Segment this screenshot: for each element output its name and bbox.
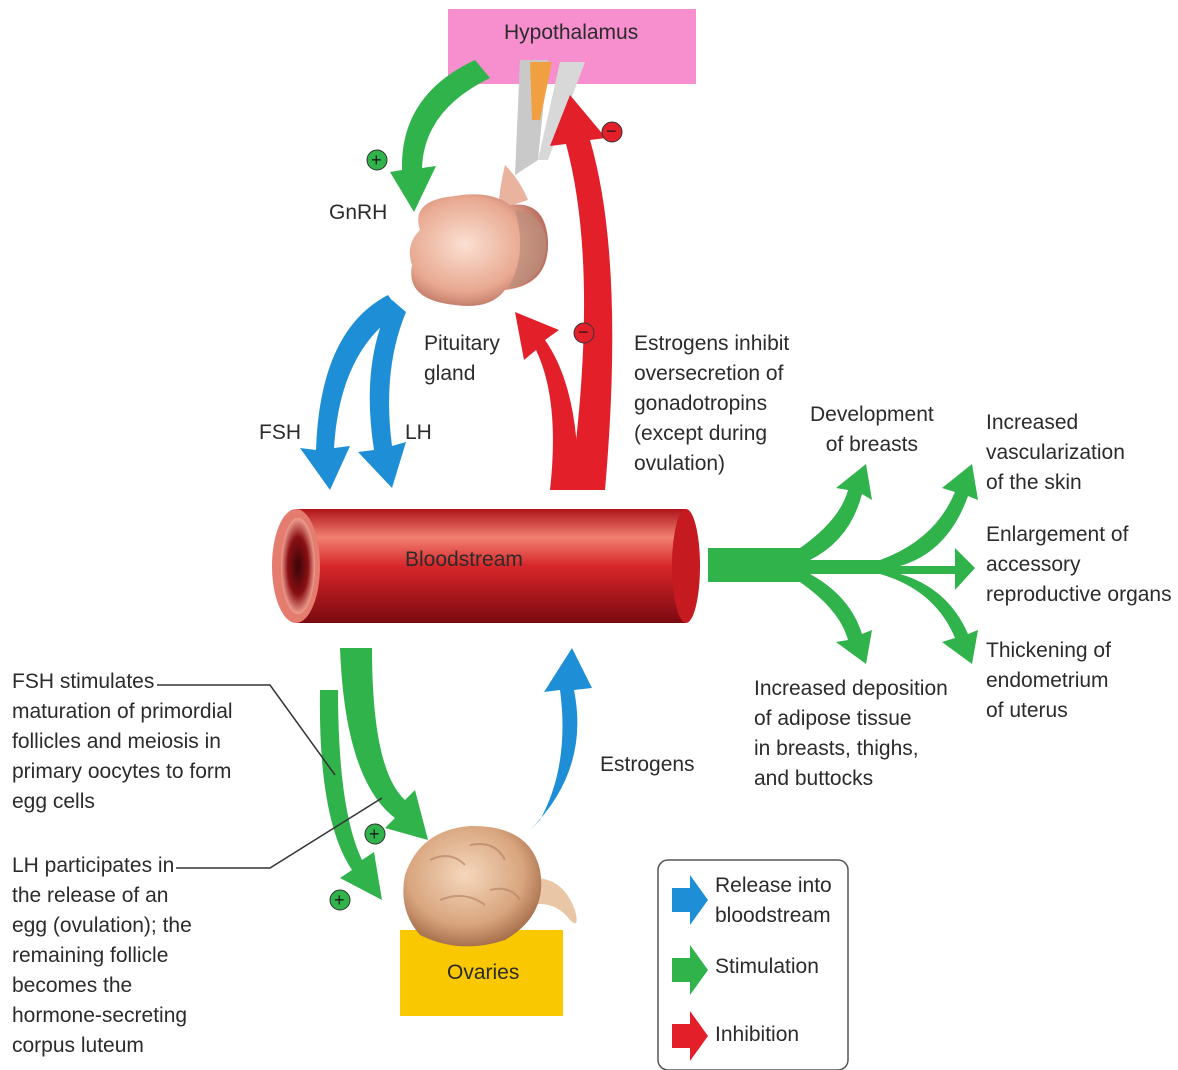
effect-adipose-line-4: and buttocks [754,767,874,790]
effect-skin-line-2: vascularization [986,441,1125,464]
estrogen-inhibit-note: Estrogens inhibit oversecretion of gonad… [634,329,789,479]
fsh-note-line-4: primary oocytes to form [12,760,232,783]
legend-stimulation-label: Stimulation [715,955,819,978]
effect-breasts: Development of breasts [810,400,934,460]
effect-adipose-line-1: Increased deposition [754,677,948,700]
estrogen-inhibit-line-4: (except during [634,422,768,445]
minus-sign-pituitary: − [578,322,589,342]
ovaries-label: Ovaries [447,961,520,984]
lh-note-line-6: hormone-secreting [12,1004,188,1027]
effect-endometrium-line-2: endometrium [986,669,1109,692]
lh-label: LH [405,421,432,444]
pituitary-label-line-2: gland [424,362,476,385]
ovary-shape [403,825,577,947]
effect-organs-line-2: accessory [986,553,1081,576]
fsh-stimulation-arrow [340,648,428,840]
effect-skin: Increased vascularization of the skin [986,408,1125,498]
legend-release-line-2: bloodstream [715,904,831,927]
legend-frame [657,859,849,1070]
lh-note-line-4: remaining follicle [12,944,169,967]
plus-sign-gnrh: + [371,150,382,170]
effect-arrows [708,464,978,664]
effect-skin-line-1: Increased [986,411,1079,434]
leader-lines [157,684,383,869]
estrogen-inhibit-line-5: ovulation) [634,452,726,475]
bloodstream-vessel [272,509,700,623]
lh-note-line-2: the release of an [12,884,169,907]
fsh-note: FSH stimulates maturation of primordial … [12,667,233,817]
fsh-label: FSH [259,421,301,444]
effect-endometrium-line-1: Thickening of [986,639,1111,662]
effect-breasts-line-1: Development [810,403,934,426]
estrogen-inhibit-line-2: oversecretion of [634,362,784,385]
legend-release-line-1: Release into [715,874,832,897]
minus-sign-hypothalamus: − [606,121,617,141]
gnrh-arrow [390,60,490,212]
pituitary-label-line-1: Pituitary [424,332,500,355]
legend-inhibition-swatch [672,1011,708,1061]
inhibition-arrow-hypothalamus [550,95,613,490]
lh-note: LH participates in the release of an egg… [12,851,192,1061]
legend-inhibition-label: Inhibition [715,1023,800,1046]
inhibition-arrow-pituitary [515,312,579,490]
fsh-note-line-1: FSH stimulates [12,670,155,693]
effect-adipose: Increased deposition of adipose tissue i… [754,674,948,794]
estrogen-inhibit-line-3: gonadotropins [634,392,768,415]
fsh-note-line-2: maturation of primordial [12,700,233,723]
estrogens-arrow [530,648,592,830]
estrogens-label: Estrogens [600,753,695,776]
effect-organs-line-3: reproductive organs [986,583,1172,606]
gnrh-label: GnRH [329,201,388,224]
plus-sign-fsh: + [369,824,380,844]
lh-note-line-1: LH participates in [12,854,175,877]
effect-adipose-line-2: of adipose tissue [754,707,912,730]
fsh-note-line-3: follicles and meiosis in [12,730,221,753]
lh-note-line-5: becomes the [12,974,133,997]
fsh-note-line-5: egg cells [12,790,95,813]
fsh-arrow [300,295,400,490]
hypothalamus-label: Hypothalamus [504,21,639,44]
legend-stimulation-swatch [672,945,708,995]
effect-adipose-line-3: in breasts, thighs, [754,737,919,760]
bloodstream-label: Bloodstream [405,548,523,571]
lh-note-line-3: egg (ovulation); the [12,914,192,937]
sign-markers [329,121,623,911]
effect-endometrium: Thickening of endometrium of uterus [986,636,1111,726]
pituitary-stalk [498,60,585,210]
estrogen-inhibit-line-1: Estrogens inhibit [634,332,790,355]
pituitary-gland-shape [409,194,549,306]
effect-organs-line-1: Enlargement of [986,523,1129,546]
pituitary-label: Pituitary gland [424,329,500,389]
legend-release-swatch [672,875,708,925]
legend-release-label: Release into bloodstream [715,871,832,931]
lh-arrow [358,300,406,488]
effect-endometrium-line-3: of uterus [986,699,1068,722]
effect-organs: Enlargement of accessory reproductive or… [986,520,1172,610]
plus-sign-lh: + [334,890,345,910]
lh-stimulation-arrow [319,690,382,900]
effect-breasts-line-2: of breasts [825,433,918,456]
lh-note-line-7: corpus luteum [12,1034,144,1057]
effect-skin-line-3: of the skin [986,471,1082,494]
